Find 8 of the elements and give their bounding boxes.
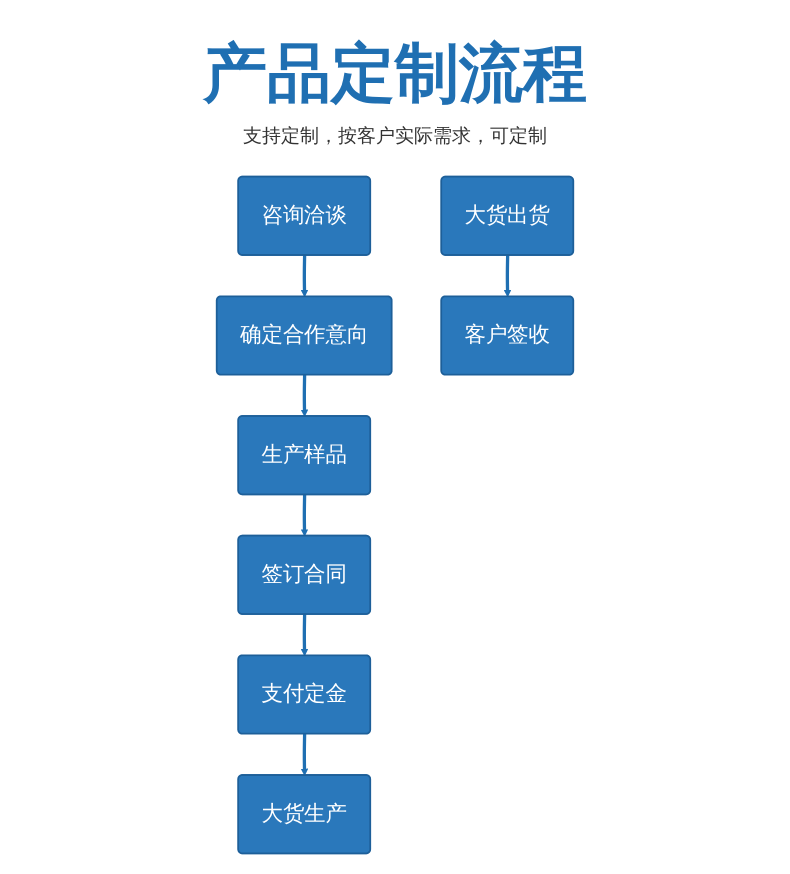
arrow <box>300 494 308 536</box>
arrow <box>300 255 308 298</box>
arrow <box>300 375 308 417</box>
arrow <box>300 734 308 776</box>
caption: 支持定制，按客户实际需求，可定制 <box>242 124 548 149</box>
arrow <box>504 255 512 298</box>
title: 产品定制流程 <box>202 36 588 113</box>
arrow <box>300 614 308 656</box>
